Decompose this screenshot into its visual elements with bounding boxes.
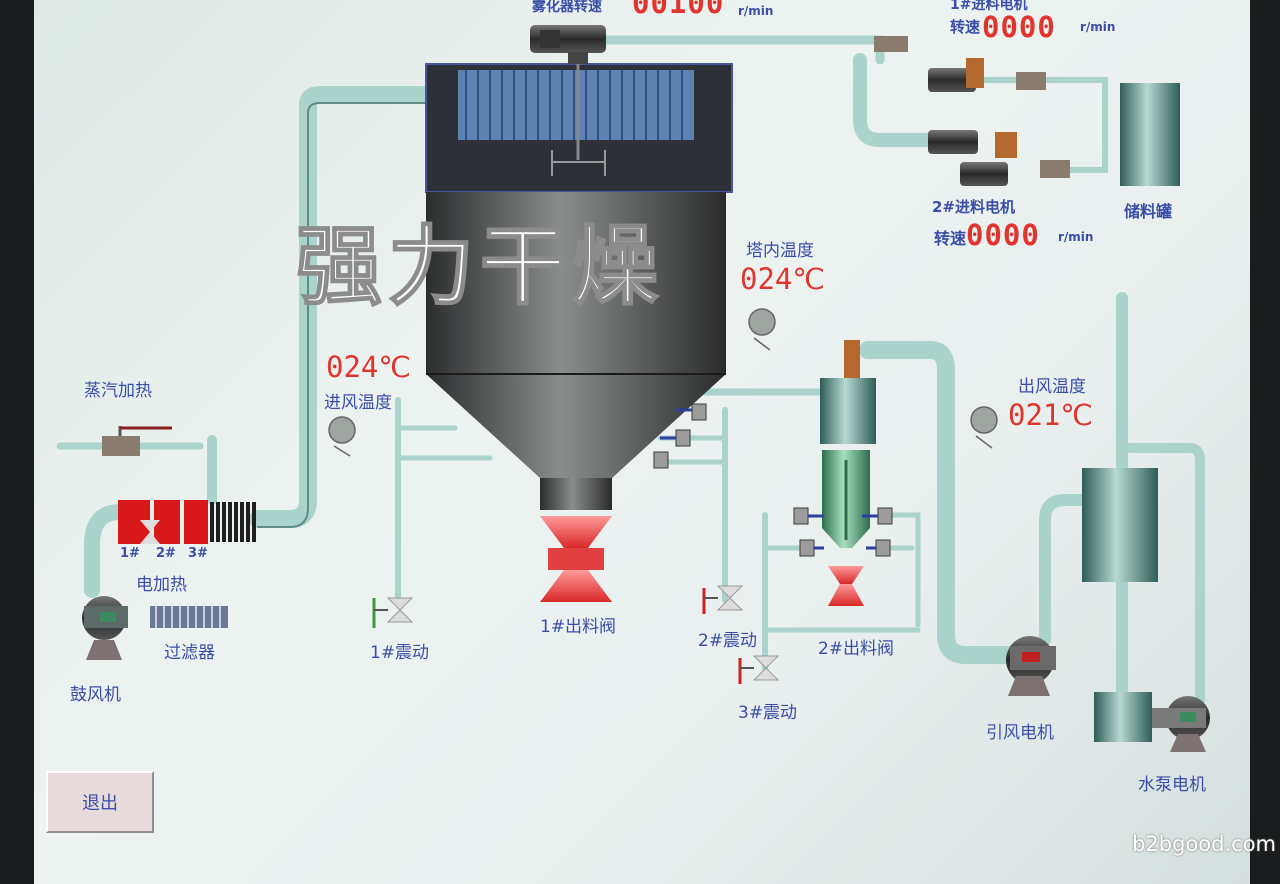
vibrator-valve-2[interactable] (702, 585, 744, 614)
feed-pumps (874, 36, 1070, 186)
discharge-valve-2-shape[interactable] (828, 566, 864, 584)
induced-fan-motor-label: 引风电机 (986, 723, 1054, 743)
inlet-temp-value: 024℃ (326, 350, 411, 384)
feed1-speed-unit: r/min (1080, 20, 1116, 34)
atomizer-speed-label: 雾化器转速 (532, 0, 602, 15)
feed2-speed-label: 转速 (934, 229, 967, 248)
feed2-speed-value: 0000 (966, 218, 1040, 252)
outlet-temp-label: 出风温度 (1018, 377, 1086, 397)
discharge-valve-2-label: 2#出料阀 (818, 639, 895, 659)
hmi-screen: 强力干燥 雾化器转速 00100 r/min 1#进料电机 转速 0000 r/… (34, 0, 1250, 884)
vibrator-3-label: 3#震动 (738, 703, 798, 723)
feed1-speed-value: 0000 (982, 10, 1056, 44)
tower-temp-label: 塔内温度 (746, 241, 814, 261)
exit-button[interactable]: 退出 (46, 771, 154, 833)
heater-1-label: 1# (120, 546, 140, 561)
feed1-speed-label: 转速 (950, 18, 981, 36)
cyclone-separator (820, 340, 876, 606)
drying-tower (425, 40, 733, 602)
filter (150, 606, 228, 628)
water-pump-motor-label: 水泵电机 (1138, 775, 1206, 795)
discharge-valve-1[interactable] (540, 516, 612, 602)
electric-heating-label: 电加热 (136, 575, 187, 595)
discharge-valve-1-label: 1#出料阀 (540, 617, 617, 637)
feed1-label: 1#进料电机 (950, 0, 1028, 13)
blower-label: 鼓风机 (70, 685, 121, 705)
vibrator-valve-1[interactable] (372, 597, 414, 628)
feed2-speed-unit: r/min (1058, 230, 1094, 244)
atomizer-speed-unit: r/min (738, 4, 774, 18)
induced-fan-motor[interactable] (1006, 636, 1056, 696)
vibrator-2-label: 2#震动 (698, 631, 758, 651)
tower-temp-value: 024℃ (740, 262, 825, 296)
outlet-temp-value: 021℃ (1008, 398, 1093, 432)
electric-heaters (118, 500, 256, 544)
atomizer-speed-value: 00100 (632, 0, 725, 20)
storage-tank-label: 储料罐 (1124, 202, 1173, 221)
steam-heating-label: 蒸汽加热 (84, 381, 152, 401)
temperature-sensors (328, 308, 998, 457)
storage-tank (1120, 83, 1180, 186)
banner-title: 强力干燥 (295, 216, 664, 318)
vibrator-1-label: 1#震动 (370, 643, 430, 663)
atomizer-motor (530, 25, 606, 64)
vibrator-valve-3[interactable] (738, 655, 780, 684)
process-diagram (56, 25, 1210, 752)
water-pump-motor[interactable] (1152, 696, 1210, 752)
watermark: b2bgood.com (1132, 832, 1276, 856)
process-scene: 强力干燥 雾化器转速 00100 r/min 1#进料电机 转速 0000 r/… (34, 0, 1250, 884)
air-hammer-valves (653, 403, 893, 557)
scrubber-tanks (1082, 468, 1158, 742)
inlet-temp-label: 进风温度 (324, 393, 392, 413)
heater-2-label: 2# (156, 546, 176, 561)
blower[interactable] (82, 596, 128, 660)
filter-label: 过滤器 (164, 643, 215, 663)
steam-valve[interactable] (102, 426, 172, 456)
feed2-label: 2#进料电机 (932, 198, 1016, 216)
heater-3-label: 3# (188, 546, 208, 561)
